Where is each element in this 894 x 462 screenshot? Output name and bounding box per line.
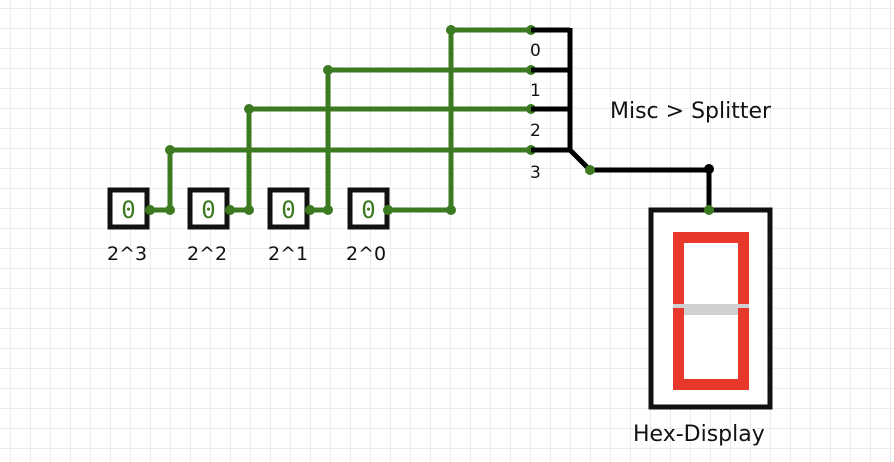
input-pin-dot (145, 205, 155, 215)
input-value: 0 (121, 196, 135, 224)
wire-input-2-1[interactable] (307, 67, 534, 213)
input-value: 0 (361, 196, 375, 224)
splitter-bit-label-2: 2 (530, 121, 541, 141)
junction-dot (323, 65, 333, 75)
input-label-2-2: 2^2 (187, 243, 227, 265)
segment-c (738, 308, 749, 390)
input-pin-dot (305, 205, 315, 215)
input-value: 0 (281, 196, 295, 224)
wire-junctions (145, 25, 536, 215)
segment-f (673, 232, 684, 311)
bus-junction-dot (704, 164, 714, 174)
segment-a (673, 232, 749, 243)
junction-dot (323, 205, 333, 215)
input-2-3[interactable]: 0 (107, 187, 150, 230)
junction-dot (446, 25, 456, 35)
input-label-2-3: 2^3 (107, 243, 147, 265)
input-pin-dots (145, 205, 393, 215)
input-2-1[interactable]: 0 (267, 187, 310, 230)
input-2-2[interactable]: 0 (187, 187, 230, 230)
junction-dot (165, 205, 175, 215)
segment-b (738, 232, 749, 311)
junction-dot (165, 145, 175, 155)
splitter-bit-label-3: 3 (530, 163, 541, 183)
segment-e (673, 308, 684, 390)
splitter-bit-label-0: 0 (530, 41, 541, 61)
segment-d (673, 379, 749, 390)
splitter-bit-label-1: 1 (530, 81, 541, 101)
hex-display[interactable] (648, 207, 773, 410)
splitter-bus-wire[interactable] (568, 148, 712, 210)
input-label-2-1: 2^1 (268, 243, 308, 265)
input-2-0[interactable]: 0 (347, 187, 390, 230)
input-box[interactable] (187, 187, 230, 230)
junction-dot (446, 205, 456, 215)
wires (147, 27, 534, 213)
input-label-2-0: 2^0 (346, 243, 386, 265)
wire-input-2-2[interactable] (227, 106, 534, 213)
bus-junction-dot (585, 165, 595, 175)
junction-dot (244, 205, 254, 215)
junction-dot (244, 104, 254, 114)
wire-input-2-3[interactable] (147, 147, 534, 213)
input-value: 0 (201, 196, 215, 224)
input-pin-dot (383, 205, 393, 215)
display-input-dot (704, 205, 714, 215)
segment-g (673, 304, 749, 315)
splitter-title: Misc > Splitter (610, 99, 772, 124)
hex-display-title: Hex-Display (633, 422, 765, 447)
wire-input-2-0[interactable] (385, 27, 534, 213)
splitter[interactable] (531, 27, 712, 210)
input-pin-dot (225, 205, 235, 215)
